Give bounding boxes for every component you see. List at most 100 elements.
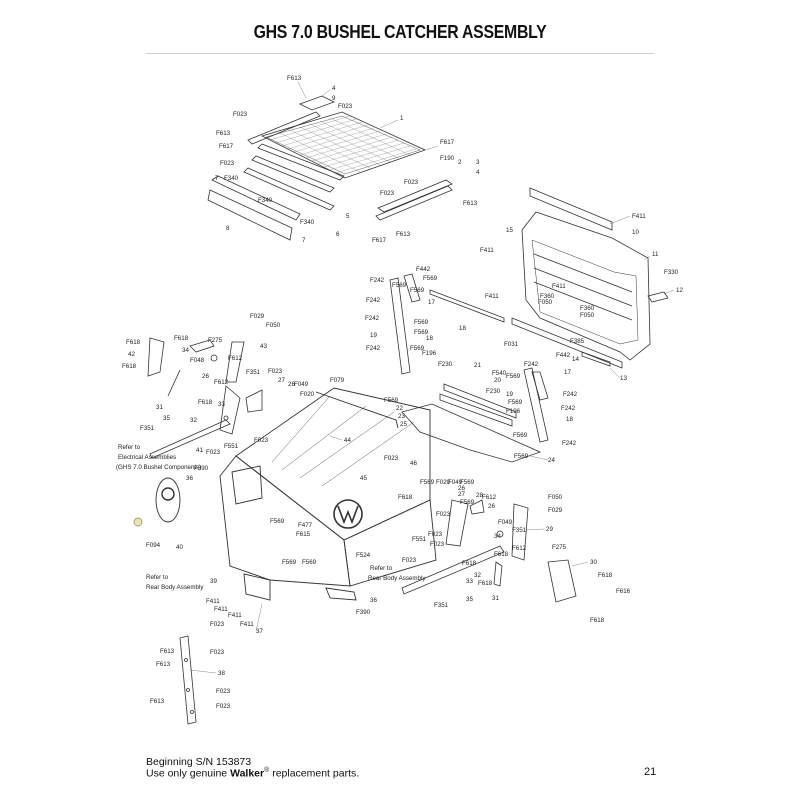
callout: 26 bbox=[288, 381, 295, 388]
footer-brand: Walker bbox=[230, 767, 265, 780]
oval-decal bbox=[133, 477, 181, 527]
callout: F551 bbox=[412, 536, 427, 543]
callout: 4 bbox=[476, 169, 480, 176]
callout: 1 bbox=[400, 115, 404, 122]
rear-frame-assembly bbox=[511, 187, 669, 369]
callout: F612 bbox=[214, 379, 229, 386]
callout: 46 bbox=[410, 460, 417, 467]
rear-bottom-bar bbox=[511, 317, 623, 369]
callout: 32 bbox=[474, 572, 481, 579]
callout: F029 bbox=[250, 313, 265, 320]
side-rails bbox=[389, 273, 549, 463]
footer-prefix: Use only genuine bbox=[146, 767, 231, 780]
callout: 36 bbox=[186, 475, 193, 482]
callout: 18 bbox=[459, 325, 466, 332]
screen-assembly bbox=[207, 95, 453, 241]
callout: F569 bbox=[423, 275, 438, 282]
screen-rail-top bbox=[298, 95, 336, 111]
callout: 34 bbox=[494, 533, 501, 540]
callout: 33 bbox=[218, 401, 225, 408]
callout: F411 bbox=[552, 283, 566, 290]
title-divider bbox=[146, 53, 654, 54]
footer-notice: Use only genuine Walker® replacement par… bbox=[146, 767, 359, 780]
callout: F023 bbox=[402, 557, 417, 564]
callout: F242 bbox=[561, 405, 576, 412]
callout: F569 bbox=[392, 282, 407, 289]
callout: F618 bbox=[122, 363, 137, 370]
callout: F351 bbox=[434, 602, 449, 609]
callout: F049 bbox=[294, 381, 309, 388]
callout: F340 bbox=[300, 219, 315, 226]
callout: 31 bbox=[492, 595, 499, 602]
cross-bar bbox=[429, 289, 505, 323]
callout: Refer to bbox=[118, 444, 141, 451]
callout: F569 bbox=[414, 319, 429, 326]
callout: F618 bbox=[126, 339, 141, 346]
callout: 21 bbox=[474, 362, 481, 369]
callout: F618 bbox=[198, 399, 213, 406]
callout: F023 bbox=[268, 368, 283, 375]
callout: 28 bbox=[476, 492, 483, 499]
callout: F613 bbox=[216, 130, 231, 137]
callout: F540 bbox=[492, 370, 507, 377]
callout: F569 bbox=[513, 432, 528, 439]
callout: 38 bbox=[218, 670, 225, 677]
callout: F023 bbox=[254, 437, 269, 444]
callout: F079 bbox=[330, 377, 345, 384]
callout: (GHS 7.0 Bushel Components) bbox=[116, 464, 201, 471]
footer-reg: ® bbox=[264, 767, 270, 774]
callout: F360 bbox=[580, 305, 595, 312]
callout: F049 bbox=[498, 519, 513, 526]
callout: 35 bbox=[466, 596, 473, 603]
callout: 20 bbox=[494, 377, 501, 384]
callout: F351 bbox=[140, 425, 155, 432]
callout: F612 bbox=[482, 494, 497, 501]
callout: 14 bbox=[572, 356, 579, 363]
callout: F390 bbox=[356, 609, 371, 616]
callout: F049 bbox=[448, 479, 463, 486]
callout: F411 bbox=[485, 293, 499, 300]
right-linkage bbox=[401, 499, 577, 603]
callout: 43 bbox=[260, 343, 267, 350]
callout: 9 bbox=[332, 95, 336, 102]
mesh-screen-panel bbox=[260, 111, 427, 179]
lower-skid bbox=[243, 573, 271, 601]
callout: Electrical Assemblies bbox=[118, 454, 176, 461]
callout: F031 bbox=[504, 341, 519, 348]
callout: F411 bbox=[240, 621, 254, 628]
callout: 30 bbox=[590, 559, 597, 566]
callout: Rear Body Assembly bbox=[368, 575, 426, 582]
callout: F050 bbox=[266, 322, 281, 329]
callout: F196 bbox=[422, 350, 437, 357]
callout: F023 bbox=[216, 703, 231, 710]
callout: F340 bbox=[258, 197, 273, 204]
callout: 29 bbox=[546, 526, 553, 533]
callout: F569 bbox=[384, 397, 399, 404]
callout: 40 bbox=[176, 544, 183, 551]
callout: 26 bbox=[202, 373, 209, 380]
callout: F613 bbox=[287, 75, 302, 82]
left-linkage bbox=[147, 337, 263, 459]
callout: 27 bbox=[278, 377, 285, 384]
callout: F390 bbox=[194, 465, 209, 472]
callout: 3 bbox=[476, 159, 480, 166]
body-window bbox=[231, 465, 263, 505]
angle-bar bbox=[207, 189, 293, 241]
callout: 17 bbox=[428, 299, 435, 306]
callout: F612 bbox=[512, 545, 527, 552]
callout: 24 bbox=[548, 457, 555, 464]
callout: 19 bbox=[506, 391, 513, 398]
callout: 26 bbox=[488, 503, 495, 510]
callout: F351 bbox=[246, 369, 261, 376]
callout: F618 bbox=[462, 560, 477, 567]
callout: F242 bbox=[562, 440, 577, 447]
callout: F023 bbox=[206, 449, 221, 456]
callout: F613 bbox=[150, 698, 165, 705]
callout: F569 bbox=[410, 287, 425, 294]
callout: F442 bbox=[416, 266, 431, 273]
callout: F551 bbox=[224, 443, 239, 450]
callout: 7 bbox=[302, 237, 306, 244]
callout: F618 bbox=[598, 572, 613, 579]
right-arm-28 bbox=[445, 499, 469, 547]
callout: F242 bbox=[370, 277, 385, 284]
